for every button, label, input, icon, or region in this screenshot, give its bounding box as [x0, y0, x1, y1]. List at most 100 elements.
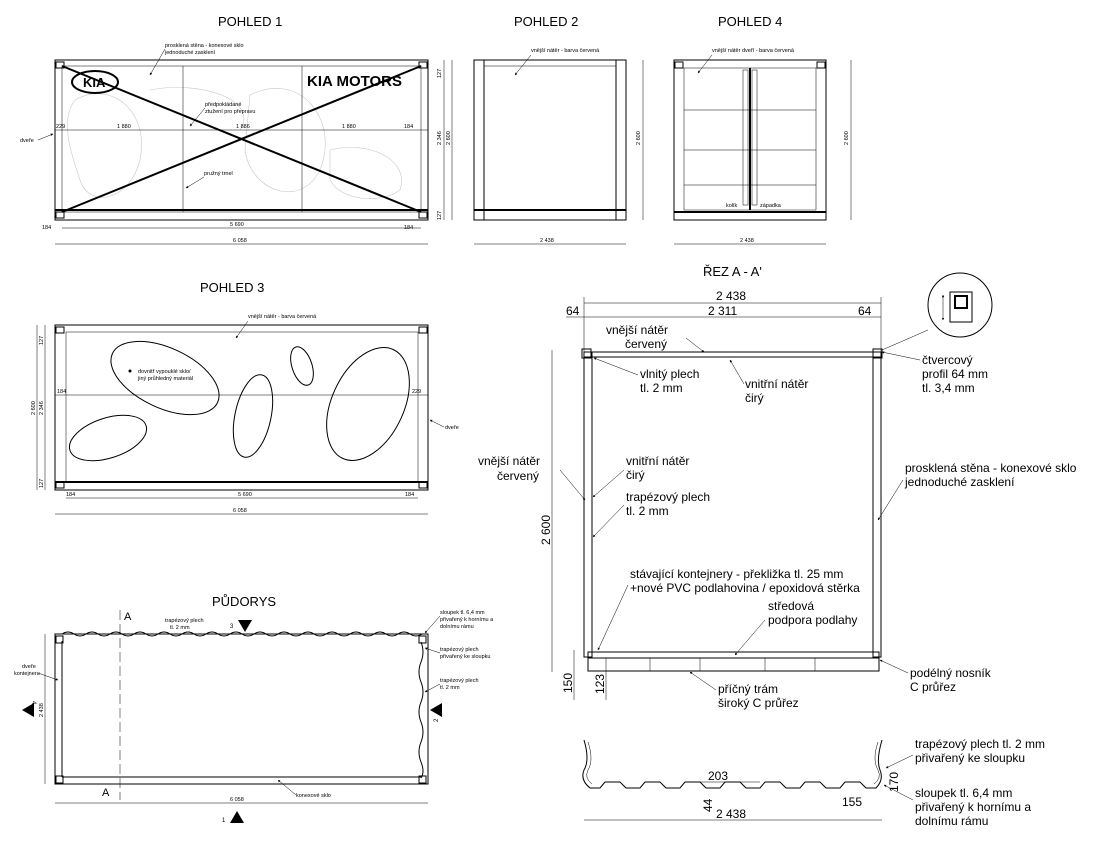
dimension-label: 184: [57, 389, 66, 395]
note-label: široký C průřez: [718, 696, 799, 710]
dimension-label: 155: [842, 795, 862, 809]
glass-opening: [232, 374, 274, 458]
dimension-label: 170: [887, 772, 901, 792]
note-label: příčný trám: [718, 682, 778, 696]
view-title: POHLED 3: [200, 280, 264, 295]
view-title: PŮDORYS: [212, 594, 276, 609]
note-label: přivařený k hornímu a: [915, 800, 1031, 814]
trapezoid-sheet-top: [61, 631, 423, 637]
leader-line: [37, 133, 54, 141]
view-title: POHLED 4: [718, 14, 782, 29]
dimension-label: 2 438: [716, 289, 746, 303]
corner-casting: [418, 61, 428, 69]
dimension-label: 44: [701, 798, 715, 812]
corner-casting: [55, 61, 65, 69]
corner-casting: [816, 61, 826, 69]
leader-line: [885, 754, 914, 769]
dimension-label: 2 311: [708, 304, 737, 318]
section-label: A: [124, 611, 132, 623]
trapezoid-profile-inner: [586, 741, 593, 785]
dimension-label: 2 438: [540, 238, 554, 244]
note-label: dolnímu rámu: [440, 624, 474, 630]
view-marker-4: [22, 703, 34, 717]
roof-line: [583, 351, 882, 358]
leader-line: [593, 357, 639, 376]
view-pudorys: PŮDORYS A A 3 4 2 1 trapézový plech tl. …: [14, 594, 494, 824]
note-label: stávající kontejnery - překližka tl. 25 …: [630, 567, 843, 581]
corner-casting: [674, 61, 684, 69]
container-outline: [473, 59, 627, 221]
corrugated-wall: [483, 65, 617, 211]
view-pohled-3: POHLED 3 dovnitř vypouklé sklo/ jiný prů…: [31, 280, 459, 515]
note-label: tl. 2 mm: [626, 504, 669, 518]
brace-line: [61, 65, 422, 213]
corner-casting: [418, 211, 428, 219]
note-label: vnější nátěr dveří - barva červená: [712, 48, 795, 54]
container-inner-frame: [61, 65, 422, 213]
dimension-label: 5 690: [230, 222, 244, 228]
note-label: vnější nátěr - barva červená: [248, 314, 317, 320]
leader-line: [877, 479, 904, 521]
part-label: západka: [760, 203, 782, 209]
leader-line: [592, 469, 625, 498]
leader-line: [185, 176, 205, 189]
container-outline: [673, 59, 827, 221]
lock-bar: [742, 69, 749, 206]
leader-line: [879, 659, 909, 674]
dimension-label: 1 880: [342, 124, 356, 130]
leader-line: [689, 671, 717, 691]
note-label: přivařený ke sloupku: [440, 654, 490, 660]
marker-label: 2: [434, 718, 440, 722]
corner-column: [418, 775, 427, 784]
corner-casting: [55, 481, 65, 489]
dimension-label: 127: [39, 479, 45, 488]
dimension-label: 6 058: [233, 238, 247, 244]
leader-line: [424, 647, 441, 654]
dimension-label: 2 346: [39, 401, 45, 415]
note-label: vnitřní nátěr: [626, 454, 689, 468]
note-label: tl. 2 mm: [640, 381, 683, 395]
dimension-label: 184: [404, 124, 413, 130]
left-wall: [583, 351, 593, 658]
note-label: podélný nosník: [910, 666, 992, 680]
dimension-label: 127: [39, 336, 45, 345]
note-label: červený: [497, 469, 539, 483]
plan-outline: [54, 633, 429, 785]
view-title: ŘEZ A - A': [703, 264, 762, 279]
marker-label: 4: [30, 701, 36, 705]
dimension-label: 123: [593, 674, 607, 694]
leader-line: [559, 469, 586, 501]
note-label: dveře: [445, 425, 459, 431]
corner-casting: [418, 481, 428, 489]
note-label: přivařený k hornímu a: [440, 617, 494, 623]
note-label: čirý: [745, 391, 764, 405]
leader-line: [235, 320, 249, 339]
note-label: jednoduché zasklení: [904, 475, 1015, 489]
note-label: vnější nátěr: [478, 454, 540, 468]
glass-opening: [326, 347, 410, 461]
dimension-label: 2 438: [740, 238, 754, 244]
background-shape: [329, 147, 402, 200]
dimension-label: 184: [405, 492, 414, 498]
note-label: jednoduché zasklení: [164, 50, 216, 56]
view-title: POHLED 1: [218, 14, 282, 29]
dimension-label: 150: [561, 673, 575, 693]
section-label: A: [102, 787, 110, 799]
dimension-label: 2 438: [716, 807, 746, 821]
note-label: konexové sklo: [296, 793, 331, 799]
trapezoid-profile-inner: [873, 741, 880, 785]
note-label: vlnitý plech: [640, 367, 699, 381]
right-wall: [872, 351, 882, 658]
floor-frame: [587, 657, 880, 672]
dimension-label: 2 600: [844, 131, 850, 145]
leader-line: [883, 784, 914, 801]
note-label: +nové PVC podlahovina / epoxidová stěrka: [630, 581, 860, 595]
leader-line: [514, 54, 532, 76]
view-title: POHLED 2: [514, 14, 578, 29]
dimension-label: 184: [66, 492, 75, 498]
note-label: profil 64 mm: [922, 367, 988, 381]
note-label: vnější nátěr - barva červená: [531, 48, 600, 54]
glass-opening: [110, 340, 220, 416]
container-outline: [54, 59, 429, 221]
note-label: podpora podlahy: [768, 613, 857, 627]
